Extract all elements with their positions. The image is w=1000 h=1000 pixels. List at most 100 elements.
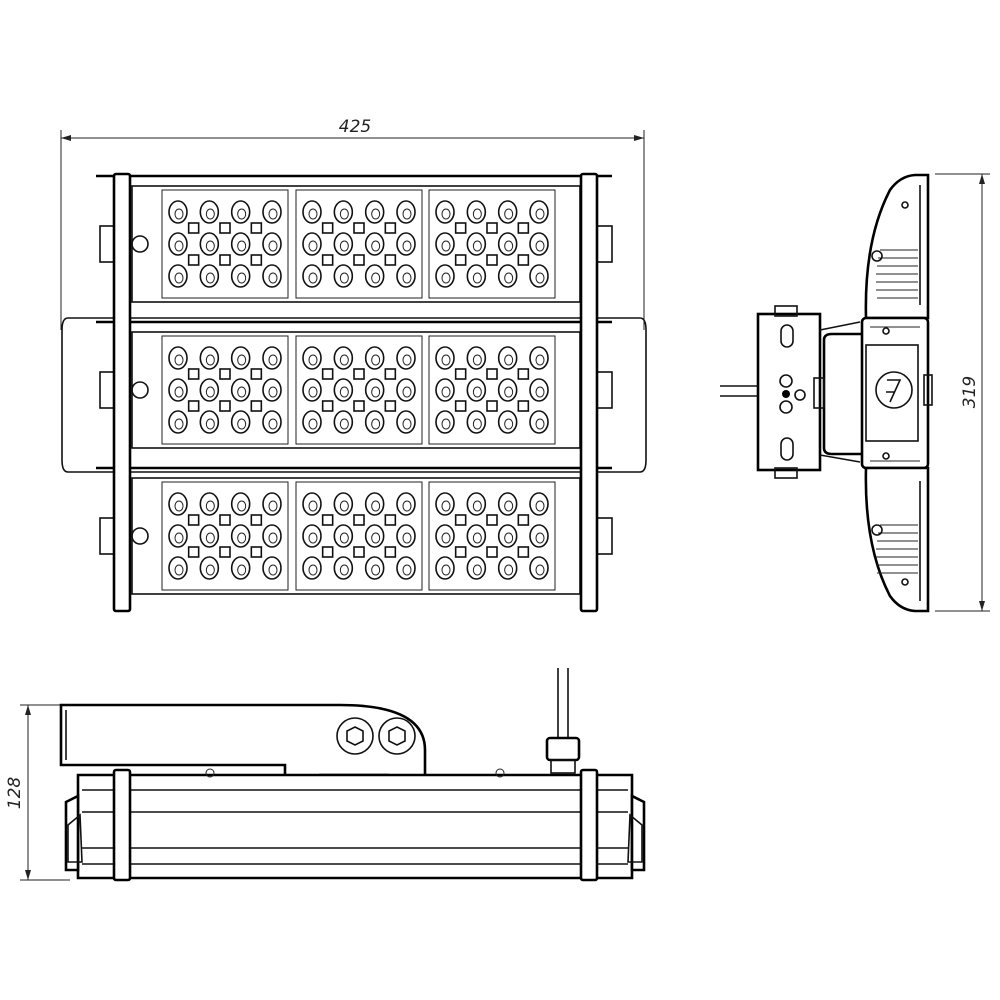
led-lens — [302, 200, 322, 224]
led-lens-inner — [339, 240, 349, 252]
led-lens — [529, 232, 549, 256]
led-lens — [529, 492, 549, 516]
led-lens — [497, 492, 518, 516]
led-lens-inner — [472, 208, 482, 220]
led-lens — [333, 492, 354, 516]
led-lens-inner — [308, 564, 318, 576]
led-spacer — [187, 222, 200, 234]
led-spacer — [250, 546, 263, 558]
led-lens-inner — [472, 240, 482, 252]
led-spacer — [219, 400, 231, 412]
led-lens — [435, 524, 455, 548]
led-module — [161, 481, 289, 591]
led-lens-inner — [441, 354, 451, 366]
width-dimension: 425 — [60, 117, 645, 330]
led-lens-inner — [205, 564, 215, 576]
led-lens — [435, 264, 455, 288]
led-lens-inner — [268, 564, 278, 576]
led-lens-inner — [504, 564, 514, 576]
led-lens — [262, 264, 282, 288]
led-lens-inner — [205, 240, 215, 252]
led-lens-inner — [174, 208, 184, 220]
led-lens-inner — [371, 208, 381, 220]
led-spacer — [486, 400, 498, 412]
led-lens — [497, 556, 518, 580]
led-lens-inner — [441, 500, 451, 512]
led-lens — [435, 492, 455, 516]
led-lens — [230, 200, 251, 224]
led-lens — [333, 232, 354, 256]
led-lens — [302, 492, 322, 516]
housing-group — [96, 174, 613, 595]
led-lens — [529, 200, 549, 224]
led-spacer — [517, 254, 530, 266]
led-module — [295, 189, 423, 299]
led-lens — [497, 264, 518, 288]
led-lens-inner — [174, 240, 184, 252]
led-lens-inner — [371, 532, 381, 544]
led-spacer — [454, 546, 467, 558]
led-lens — [364, 410, 385, 434]
led-lens — [302, 556, 322, 580]
led-lens-inner — [535, 532, 545, 544]
led-lens-inner — [441, 386, 451, 398]
depth-dimension: 128 — [5, 704, 70, 881]
led-lens-inner — [268, 386, 278, 398]
led-module — [428, 189, 556, 299]
led-spacer — [187, 514, 200, 526]
led-lens — [466, 346, 487, 370]
led-spacer — [353, 546, 365, 558]
led-spacer — [219, 222, 231, 234]
led-lens-inner — [339, 272, 349, 284]
led-lens-inner — [308, 386, 318, 398]
led-spacer — [517, 400, 530, 412]
led-lens — [302, 346, 322, 370]
led-spacer — [454, 368, 467, 380]
led-lens-inner — [174, 500, 184, 512]
led-lens-inner — [237, 272, 247, 284]
led-lens-inner — [504, 532, 514, 544]
led-lens-inner — [402, 386, 412, 398]
led-lens — [497, 410, 518, 434]
led-spacer — [321, 400, 334, 412]
led-lens-inner — [308, 240, 318, 252]
housing-row — [96, 174, 613, 303]
led-spacer — [353, 368, 365, 380]
led-lens-inner — [441, 418, 451, 430]
top-view: 128 — [5, 668, 646, 882]
height-label: 319 — [960, 376, 980, 408]
led-lens — [435, 378, 455, 402]
led-spacer — [250, 222, 263, 234]
led-lens — [302, 264, 322, 288]
led-spacer — [486, 368, 498, 380]
led-lens — [199, 492, 220, 516]
led-lens-inner — [174, 272, 184, 284]
led-lens — [497, 524, 518, 548]
led-lens-inner — [472, 500, 482, 512]
bottom-fins — [876, 524, 918, 574]
led-lens-inner — [308, 208, 318, 220]
led-lens-inner — [339, 208, 349, 220]
led-lens-inner — [205, 532, 215, 544]
led-lens — [230, 378, 251, 402]
depth-label: 128 — [5, 777, 25, 810]
led-lens-inner — [535, 272, 545, 284]
led-lens-inner — [472, 354, 482, 366]
led-lens — [364, 556, 385, 580]
led-spacer — [250, 400, 263, 412]
led-lens-inner — [174, 354, 184, 366]
led-spacer — [219, 546, 231, 558]
led-lens — [497, 200, 518, 224]
led-lens — [262, 524, 282, 548]
led-lens — [230, 410, 251, 434]
led-lens-inner — [504, 354, 514, 366]
led-lens — [466, 232, 487, 256]
led-spacer — [384, 254, 397, 266]
mount-hole — [131, 235, 149, 253]
led-lens — [396, 200, 416, 224]
led-lens-inner — [237, 208, 247, 220]
led-lens — [466, 200, 487, 224]
led-lens — [364, 346, 385, 370]
led-spacer — [454, 254, 467, 266]
led-lens — [497, 378, 518, 402]
